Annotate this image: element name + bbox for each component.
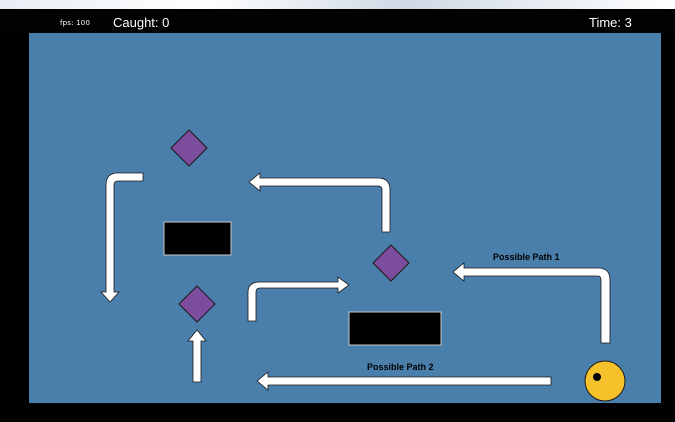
path-1-arrow-icon [452, 262, 611, 344]
enemy-diamond-icon [372, 244, 410, 282]
path-2-arrow-icon [256, 371, 552, 391]
time-counter: Time: 3 [589, 15, 632, 30]
caught-counter: Caught: 0 [113, 15, 170, 30]
game-arena[interactable] [29, 33, 661, 403]
hud-bar: fps: 100 Caught: 0 Time: 3 [0, 0, 675, 33]
arrow-up-icon [187, 329, 207, 383]
player-eye-icon [593, 373, 601, 381]
player-icon[interactable] [584, 360, 626, 402]
obstacle-block [163, 221, 232, 256]
hud-top-strip [0, 0, 675, 9]
obstacle-block [348, 311, 442, 346]
arrow-down-icon [100, 172, 144, 303]
path-2-label: Possible Path 2 [367, 362, 434, 372]
enemy-diamond-icon [178, 285, 216, 323]
enemy-diamond-icon [170, 129, 208, 167]
path-1-label: Possible Path 1 [493, 252, 560, 262]
bottom-bar [0, 403, 675, 422]
arrow-right-icon [247, 276, 350, 322]
arrow-left-icon [248, 172, 391, 233]
fps-counter: fps: 100 [60, 19, 91, 27]
